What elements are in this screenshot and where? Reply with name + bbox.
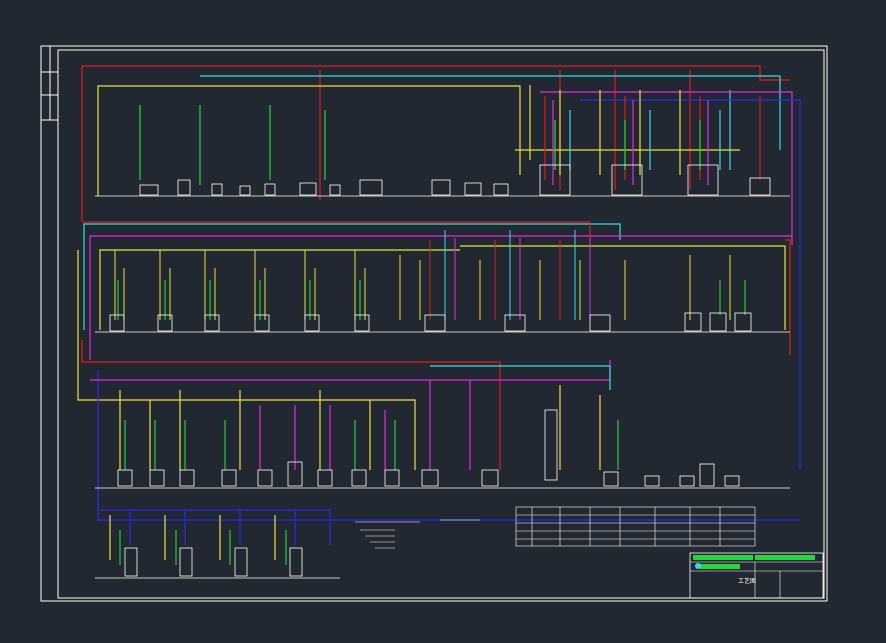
blue-header-3: [97, 370, 800, 521]
red-main-pipe: [81, 65, 790, 222]
yellow-header-1: [97, 85, 521, 196]
header-pipes-row-3: [77, 250, 800, 521]
blue-branch-4: [129, 510, 296, 545]
magenta-header-3: [90, 360, 611, 381]
header-pipes-row-2: [82, 221, 792, 360]
cyan-header-1: [200, 75, 781, 170]
red-header-2: [82, 221, 791, 355]
magenta-header-1: [540, 91, 793, 245]
blue-header-1: [580, 99, 801, 470]
pipe-legend: [355, 519, 480, 549]
green-risers-row-1: [139, 105, 701, 185]
green-risers-row-4: [119, 530, 287, 565]
cyan-loop-a: [569, 110, 721, 170]
mixed-branches-row-2: [429, 230, 591, 320]
blue-header-4: [100, 509, 331, 545]
cyan-header-3: [430, 365, 611, 390]
equipment-row-3: [95, 409, 790, 489]
yellow-header-3: [77, 250, 416, 470]
red-header-3: [81, 340, 501, 470]
yellow-header-2: [99, 249, 460, 330]
yellow-branch-3: [119, 385, 601, 470]
cyan-header-2: [83, 223, 621, 330]
magenta-loop-a: [552, 100, 709, 185]
magenta-branch-3: [259, 380, 471, 470]
red-return-pipe: [319, 70, 691, 200]
drawing-title: 工艺图: [738, 577, 756, 585]
equipment-row-2: [95, 312, 790, 333]
title-block: 工艺图: [689, 552, 824, 599]
green-risers-row-3: [124, 420, 619, 470]
equipment-row-1: [95, 164, 790, 197]
yellow-loop-a: [515, 85, 740, 175]
magenta-header-2: [89, 235, 792, 360]
equipment-row-4: [95, 547, 340, 579]
header-pipes-row-4: [100, 509, 331, 560]
company-logo: [695, 563, 701, 569]
yellow-header-2b: [460, 245, 786, 330]
green-risers-row-2: [117, 280, 746, 320]
yellow-branch-4: [109, 515, 276, 560]
branch-pipes-row-2: [114, 250, 731, 320]
red-loop-a: [544, 96, 761, 180]
equipment-schedule-table: [515, 506, 756, 547]
drawing-frame: [40, 45, 828, 602]
header-pipes-row-1: [81, 65, 801, 470]
